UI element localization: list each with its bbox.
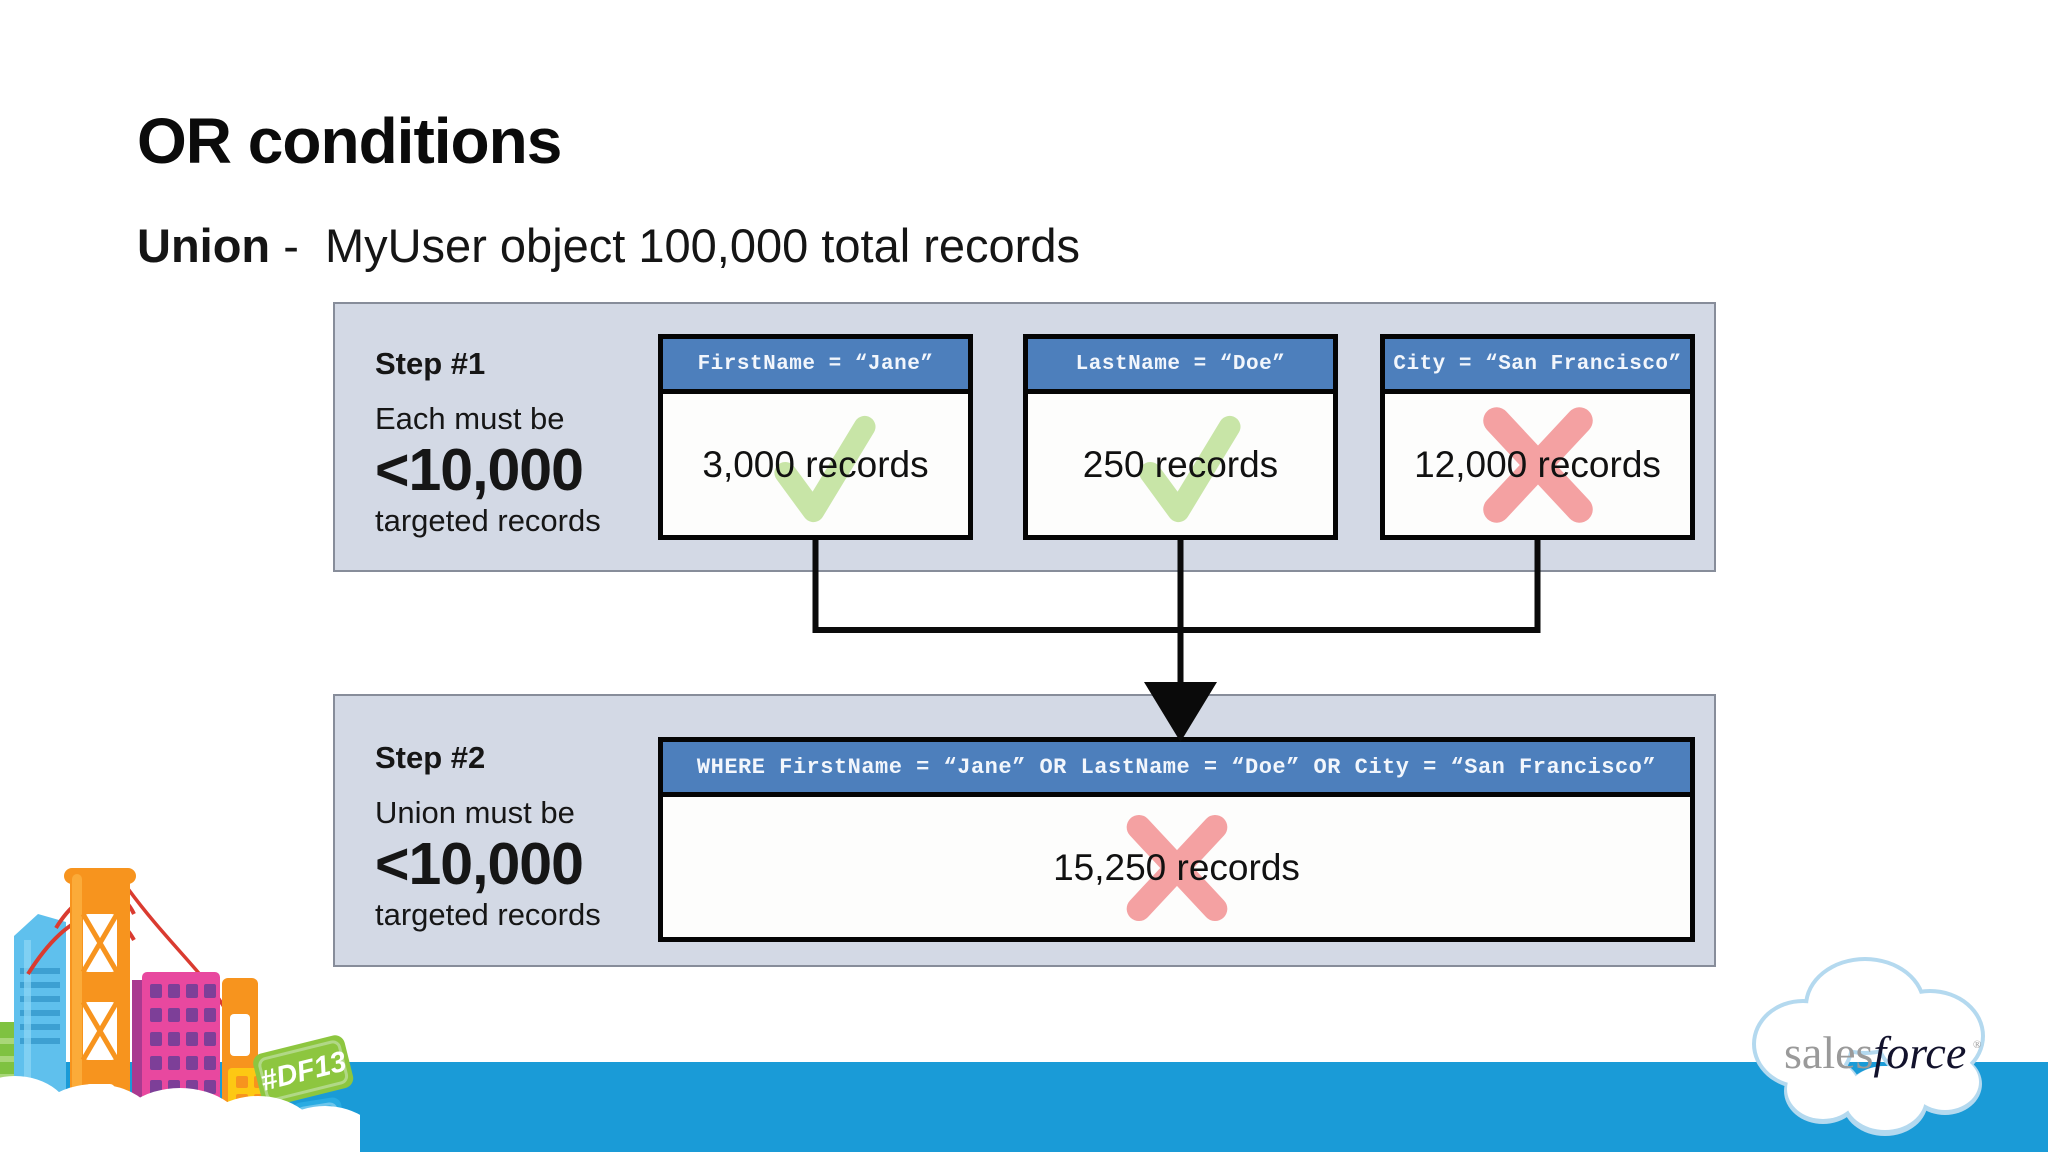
condition-value: 3,000 records (702, 443, 929, 485)
condition-header: LastName = “Doe” (1028, 339, 1333, 394)
page-title: OR conditions (137, 105, 562, 177)
step2-label: Step #2 (375, 740, 486, 775)
cloud-body (1756, 961, 1981, 1130)
condition-value: 250 records (1082, 443, 1279, 485)
subtitle-keyword: Union (137, 219, 271, 272)
condition-box-firstname: FirstName = “Jane” 3,000 records (658, 334, 973, 540)
condition-body: 250 records (1028, 394, 1333, 535)
condition-body: 3,000 records (663, 394, 968, 535)
step2-requirement-line1: Union must be (375, 795, 575, 830)
cloud-base (0, 1076, 360, 1152)
slide-subtitle: Union - MyUser object 100,000 total reco… (137, 218, 1080, 273)
registered-mark: ® (1973, 1039, 1981, 1051)
step2-info: Step #2 Union must be <10,000 targeted r… (375, 740, 675, 935)
union-result-box: WHERE FirstName = “Jane” OR LastName = “… (658, 737, 1695, 942)
bridge-tower-icon (64, 868, 136, 1128)
subtitle-separator: - (270, 219, 325, 272)
condition-body: 12,000 records (1385, 394, 1690, 535)
step1-limit: <10,000 (375, 436, 584, 503)
condition-header: FirstName = “Jane” (663, 339, 968, 394)
dreamforce-city-illustration: #DF13 (0, 868, 360, 1152)
step2-requirement-line2: targeted records (375, 897, 601, 933)
step1-requirement-line2: targeted records (375, 503, 601, 539)
condition-value: 12,000 records (1414, 443, 1661, 485)
blue-tower-icon (14, 914, 66, 1112)
step1-label: Step #1 (375, 346, 486, 381)
df13-sign: #DF13 (253, 1035, 354, 1107)
step2-limit: <10,000 (375, 830, 584, 897)
brand-wordmark: salesforce (1784, 1027, 1966, 1078)
condition-box-city: City = “San Francisco” 12,000 records (1380, 334, 1695, 540)
salesforce-logo: salesforce ® (1752, 957, 1985, 1136)
step1-requirement-line1: Each must be (375, 401, 565, 436)
union-value: 15,250 records (1053, 846, 1300, 888)
step1-info: Step #1 Each must be <10,000 targeted re… (375, 346, 675, 541)
subtitle-text: MyUser object 100,000 total records (324, 219, 1080, 272)
union-body: 15,250 records (663, 797, 1690, 938)
condition-header: City = “San Francisco” (1385, 339, 1690, 394)
union-where-header: WHERE FirstName = “Jane” OR LastName = “… (663, 742, 1690, 797)
condition-box-lastname: LastName = “Doe” 250 records (1023, 334, 1338, 540)
